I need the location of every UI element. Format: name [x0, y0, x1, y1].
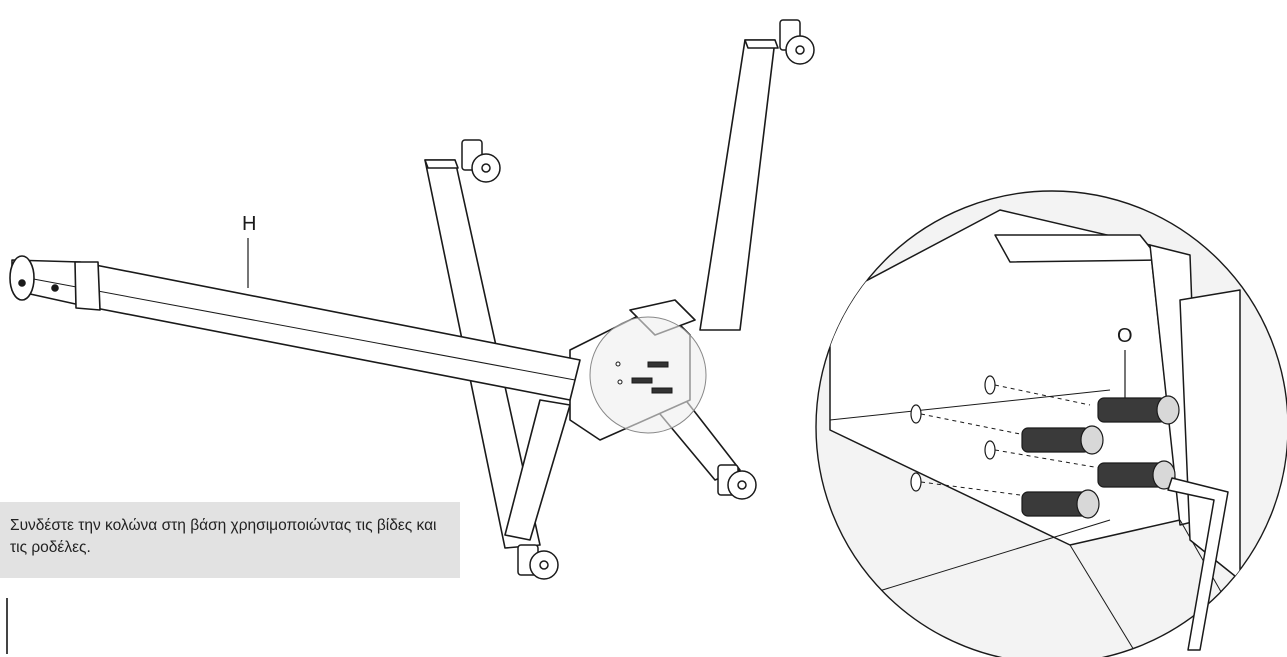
edge-marker	[6, 598, 8, 654]
column-end-cap	[9, 255, 35, 301]
hub-bolts-small	[615, 361, 673, 394]
detail-source-circle	[589, 316, 707, 434]
bracket-top-lip	[994, 234, 1161, 263]
assembly-guides	[920, 384, 1101, 496]
caster-bottom-left	[517, 544, 559, 580]
instruction-caption: Συνδέστε την κολώνα στη βάση χρησιμοποιώ…	[0, 502, 460, 578]
caster-wheels	[461, 19, 815, 580]
column-tube	[9, 255, 581, 401]
caster-upper-left	[461, 139, 501, 183]
caster-lower-right	[717, 464, 757, 500]
label-o: O	[1117, 325, 1133, 347]
label-h: H	[242, 213, 256, 235]
detail-view: O	[815, 190, 1287, 657]
hex-key	[1167, 477, 1229, 651]
bolts-o	[1021, 395, 1180, 519]
lower-left-brace	[504, 399, 571, 541]
right-leg	[699, 39, 776, 331]
caster-top-right	[779, 19, 815, 65]
bolt-holes	[910, 375, 996, 492]
column-collar	[74, 261, 101, 311]
